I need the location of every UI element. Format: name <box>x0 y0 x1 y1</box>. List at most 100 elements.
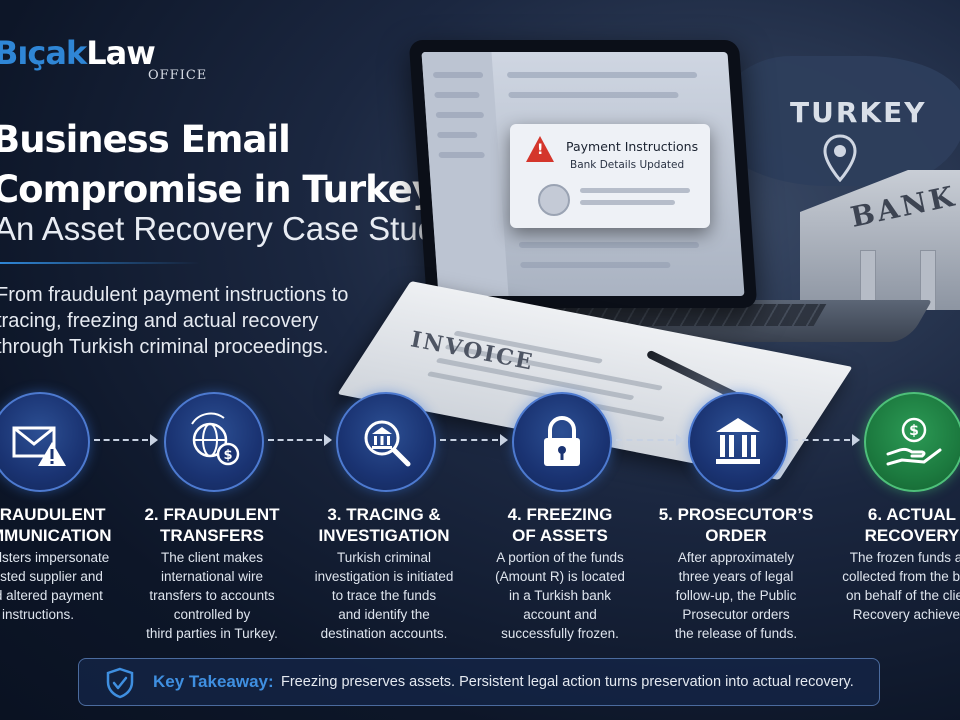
shield-check-icon <box>106 667 134 699</box>
step-6-title-line-1: 6. ACTUAL <box>867 505 957 524</box>
intro-line-3: through Turkish criminal proceedings. <box>0 336 329 358</box>
flow-arrow <box>616 439 674 441</box>
courthouse-icon <box>716 418 760 464</box>
flow-arrow <box>268 439 322 441</box>
intro-line-1: From fraudulent payment instructions to <box>0 284 349 306</box>
popup-line <box>580 188 690 193</box>
step-3-desc-line: destination accounts. <box>320 626 448 641</box>
step-2-desc-line: transfers to accounts <box>149 588 275 603</box>
step-3-title: 3. TRACING & INVESTIGATION <box>299 504 469 546</box>
arrow-head <box>852 434 860 446</box>
step-2-desc-line: third parties in Turkey. <box>146 626 278 641</box>
sidebar-line <box>434 92 480 98</box>
intro-line-2: tracing, freezing and actual recovery <box>0 310 319 332</box>
step-6-title: 6. ACTUAL RECOVERY <box>827 504 960 546</box>
step-5-icon-circle <box>688 392 788 492</box>
step-3-desc-line: Turkish criminal <box>336 550 431 565</box>
location-pin-icon <box>823 134 857 182</box>
takeaway-text: Freezing preserves assets. Persistent le… <box>281 674 854 690</box>
step-4-desc-line: account and <box>523 607 597 622</box>
headline-line-1: Business Email <box>0 118 291 161</box>
step-3-desc-line: investigation is initiated <box>314 569 454 584</box>
step-5-title: 5. PROSECUTOR’S ORDER <box>651 504 821 546</box>
step-6-description: The frozen funds are collected from the … <box>827 548 960 624</box>
hand-dollar-icon: $ <box>886 417 942 466</box>
globe-money-transfer-icon: $ <box>191 412 240 466</box>
step-4-description: A portion of the funds (Amount R) is loc… <box>475 548 645 643</box>
step-5-desc-line: After approximately <box>677 550 795 565</box>
step-1-description: Fraudsters impersonate a trusted supplie… <box>0 548 123 624</box>
padlock-icon <box>544 416 580 466</box>
step-1-desc-line: Fraudsters impersonate <box>0 550 110 565</box>
step-5-desc-line: three years of legal <box>678 569 794 584</box>
bank-column <box>860 250 876 310</box>
step-5-description: After approximately three years of legal… <box>651 548 821 643</box>
email-sidebar <box>421 52 509 296</box>
takeaway-label: Key Takeaway: <box>153 672 274 691</box>
step-2-desc-line: international wire <box>160 569 264 584</box>
headline-line-2: Compromise in Turkey: <box>0 168 450 211</box>
flow-arrow <box>792 439 850 441</box>
step-4-icon-circle <box>512 392 612 492</box>
step-2-desc-line: controlled by <box>173 607 251 622</box>
payment-alert-popup: ! Payment Instructions Bank Details Upda… <box>510 124 710 228</box>
step-4-desc-line: A portion of the funds <box>496 550 624 565</box>
step-6-icon-circle: $ <box>864 392 960 492</box>
brand-logo: BıçakLaw <box>0 34 156 72</box>
sidebar-line <box>435 112 485 118</box>
step-3-title-line-2: INVESTIGATION <box>318 526 450 545</box>
step-5-title-line-2: ORDER <box>705 526 767 545</box>
step-2-title-line-2: TRANSFERS <box>160 526 264 545</box>
key-takeaway-box: Key Takeaway: Freezing preserves assets.… <box>78 658 880 706</box>
step-4-desc-line: (Amount R) is located <box>495 569 625 584</box>
sidebar-line <box>438 152 485 158</box>
warning-exclamation: ! <box>537 142 544 158</box>
step-3-desc-line: to trace the funds <box>331 588 437 603</box>
svg-text:$: $ <box>223 448 232 463</box>
step-3-description: Turkish criminal investigation is initia… <box>299 548 469 643</box>
arrow-head <box>676 434 684 446</box>
envelope-warning-icon <box>12 426 66 466</box>
step-3-desc-line: and identify the <box>338 607 430 622</box>
step-2-title-line-1: 2. FRAUDULENT <box>144 505 280 524</box>
headline-line-3: An Asset Recovery Case Study <box>0 210 453 247</box>
step-4-title: 4. FREEZING OF ASSETS <box>475 504 645 546</box>
email-line <box>508 92 679 98</box>
arrow-head <box>324 434 332 446</box>
title-underline <box>0 262 200 264</box>
flow-arrow <box>94 439 148 441</box>
brand-name-part2: Law <box>86 34 156 72</box>
popup-line <box>580 200 675 205</box>
step-4-desc-line: in a Turkish bank <box>508 588 612 603</box>
step-4-title-line-2: OF ASSETS <box>512 526 608 545</box>
step-3-title-line-1: 3. TRACING & <box>327 505 441 524</box>
step-1-title-line-1: 1. FRAUDULENT <box>0 505 106 524</box>
step-1-desc-line: a trusted supplier and <box>0 569 103 584</box>
sender-avatar-icon <box>538 184 570 216</box>
step-6-desc-line: The frozen funds are <box>849 550 960 565</box>
arrow-head <box>500 434 508 446</box>
flow-arrow <box>440 439 498 441</box>
magnifier-bank-icon <box>364 420 411 467</box>
email-line <box>506 72 698 78</box>
sidebar-line <box>432 72 484 78</box>
intro-text: From fraudulent payment instructions to … <box>0 282 356 360</box>
sidebar-line <box>437 132 478 138</box>
map-label: TURKEY <box>790 96 927 129</box>
step-6-desc-line: on behalf of the client. <box>845 588 960 603</box>
brand-subtitle: OFFICE <box>148 68 208 83</box>
email-line <box>520 262 671 268</box>
step-4-title-line-1: 4. FREEZING <box>507 505 613 524</box>
step-6-desc-line: collected from the bank <box>842 569 960 584</box>
popup-title: Payment Instructions <box>566 139 699 154</box>
step-5-title-line-1: 5. PROSECUTOR’S <box>658 505 814 524</box>
step-5-desc-line: Prosecutor orders <box>682 607 790 622</box>
step-5-desc-line: follow-up, the Public <box>675 588 797 603</box>
step-2-icon-circle: $ <box>164 392 264 492</box>
step-2-desc-line: The client makes <box>160 550 264 565</box>
popup-subtitle: Bank Details Updated <box>570 159 685 171</box>
bank-column <box>920 250 936 310</box>
step-2-title: 2. FRAUDULENT TRANSFERS <box>127 504 297 546</box>
step-6-title-line-2: RECOVERY <box>864 526 960 545</box>
step-1-icon-circle <box>0 392 90 492</box>
